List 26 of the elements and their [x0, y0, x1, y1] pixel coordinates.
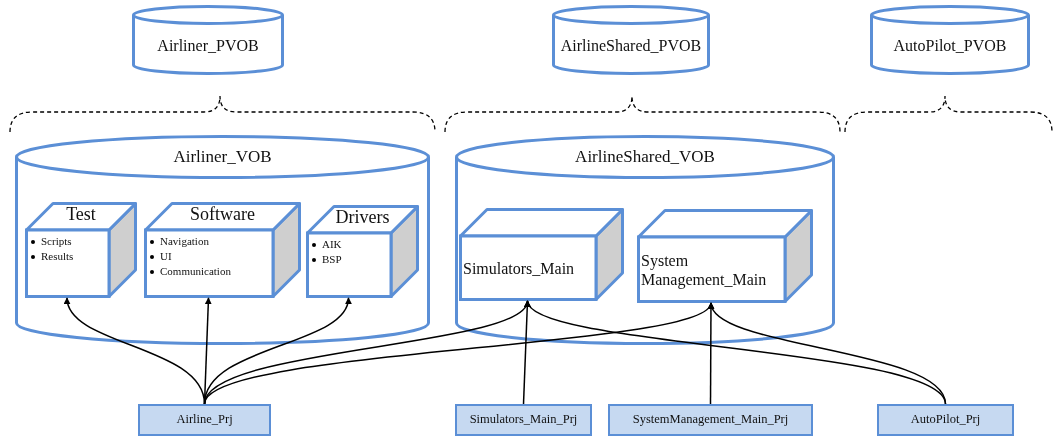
cube-label: Simulators_Main: [463, 259, 576, 279]
cylinder-label: AirlineShared_VOB: [574, 147, 716, 167]
cylinder-label: Airliner_PVOB: [156, 37, 260, 55]
project-label: SystemManagement_Main_Prj: [631, 412, 790, 427]
cylinder-label: Airliner_VOB: [172, 147, 273, 167]
cube-title: Drivers: [334, 207, 391, 228]
bullet-item: Navigation: [160, 234, 210, 249]
project-box: [608, 404, 813, 436]
project-box: [138, 404, 271, 436]
bullet-item: AIK: [322, 237, 342, 252]
bullet-item: BSP: [322, 252, 342, 267]
cube-label: System Management_Main: [641, 251, 768, 289]
project-label: AutoPilot_Prj: [909, 412, 982, 427]
arrow: [710, 302, 947, 405]
cylinder-label: AutoPilot_PVOB: [892, 37, 1008, 55]
project-label: Airline_Prj: [175, 412, 234, 427]
bullet-item: Results: [41, 249, 74, 264]
project-label: Simulators_Main_Prj: [468, 412, 579, 427]
cylinder-label: AirlineShared_PVOB: [559, 37, 703, 55]
project-box: [877, 404, 1014, 436]
project-box: [455, 404, 592, 436]
cube-title: Software: [189, 204, 256, 225]
bullet-item: Scripts: [41, 234, 73, 249]
bullet-item: UI: [160, 249, 173, 264]
bullet-item: Communication: [160, 264, 231, 279]
cube-title: Test: [65, 204, 97, 225]
